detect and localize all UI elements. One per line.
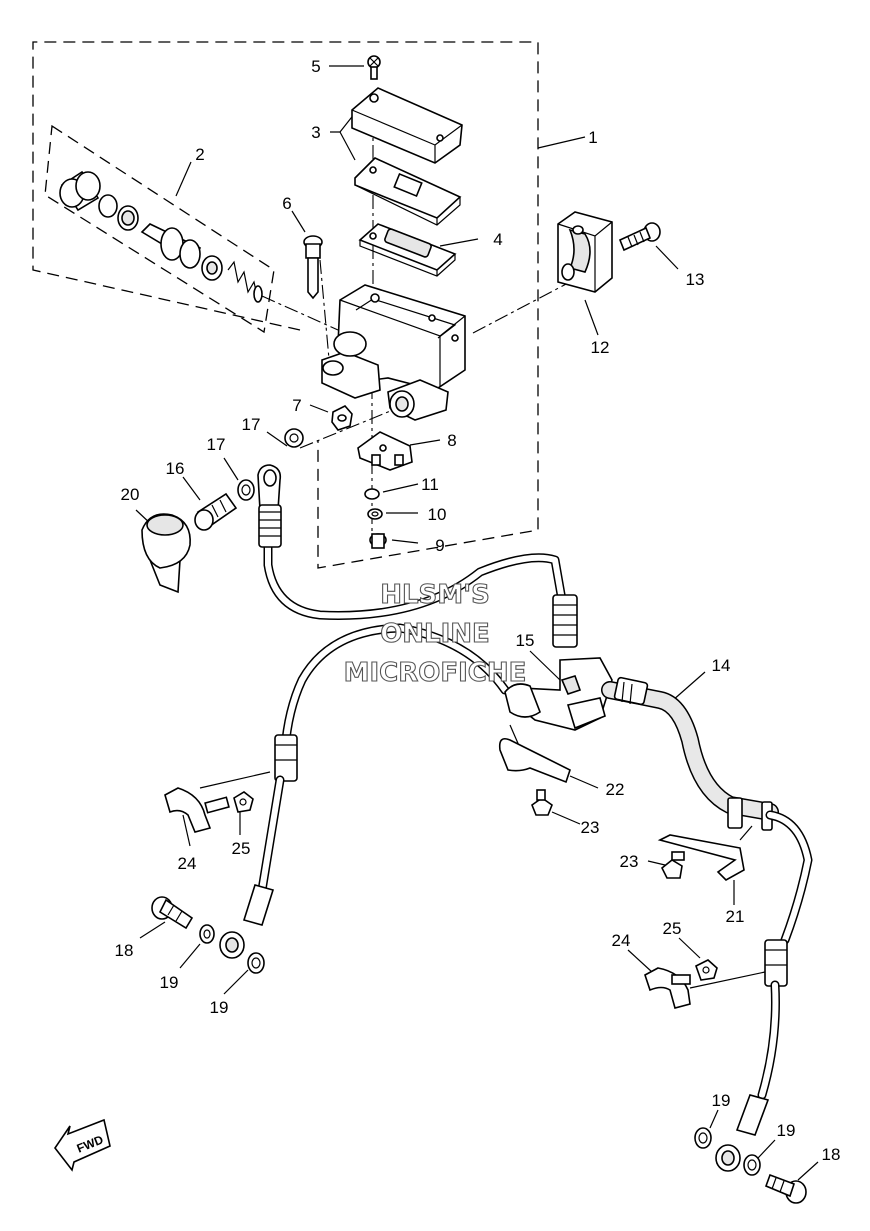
callout-12: 12 (591, 338, 610, 357)
holder-12 (557, 211, 613, 293)
screw-5 (367, 55, 381, 80)
clamp-21 (657, 834, 745, 881)
callout-16: 16 (166, 459, 185, 478)
screw-9 (369, 533, 387, 549)
callout-18-a: 18 (115, 941, 134, 960)
callout-17-b: 17 (242, 415, 261, 434)
callout-19-b: 19 (210, 998, 229, 1017)
cap-20 (141, 513, 191, 594)
callout-1: 1 (588, 128, 597, 147)
callout-labels: 1 2 3 4 5 6 7 8 9 10 11 12 13 14 15 16 1… (115, 57, 841, 1164)
callout-14: 14 (712, 656, 731, 675)
leader-lines (135, 65, 819, 1181)
callout-5: 5 (311, 57, 320, 76)
callout-9: 9 (435, 536, 444, 555)
right-brake-hose (715, 810, 813, 1172)
callout-6: 6 (282, 194, 291, 213)
assembly-2-boundary (44, 124, 275, 334)
nut-25-b (695, 959, 718, 981)
callout-7: 7 (292, 396, 301, 415)
callout-25-b: 25 (663, 919, 682, 938)
callout-22: 22 (606, 780, 625, 799)
upper-brake-hose (257, 464, 578, 648)
callout-21: 21 (726, 907, 745, 926)
callout-4: 4 (493, 230, 502, 249)
callout-11: 11 (421, 475, 439, 494)
callout-23-b: 23 (620, 852, 639, 871)
callout-25-a: 25 (232, 839, 251, 858)
bolt-13 (618, 222, 661, 252)
watermark-line-1: HLSM'S (380, 580, 490, 610)
nut-25-a (233, 791, 254, 813)
union-bolt-18-a (151, 896, 194, 930)
washer-19-d (743, 1154, 761, 1176)
bolt-23-a (531, 789, 553, 816)
nut-7 (331, 405, 353, 431)
master-cylinder-body (321, 284, 466, 421)
pivot-bolt-6 (303, 235, 323, 300)
clamp-24-a (164, 787, 230, 833)
forward-direction-arrow: FWD (54, 1118, 111, 1172)
brake-switch-8 (357, 431, 413, 471)
watermark-line-2: ONLINE (380, 619, 490, 649)
banjo-bolt-16 (194, 492, 238, 531)
washer-19-b (247, 952, 265, 974)
left-brake-hose (219, 623, 510, 959)
brake-joint (504, 657, 613, 731)
watermark-line-3: MICROFICHE (344, 658, 527, 688)
diaphragm-4 (358, 223, 457, 277)
callout-19-c: 19 (712, 1091, 731, 1110)
callout-13: 13 (686, 270, 705, 289)
callout-3: 3 (311, 123, 320, 142)
brake-pipe-14 (601, 676, 779, 831)
washer-10 (367, 508, 383, 520)
assembly-1-boundary (32, 41, 539, 569)
callout-24-b: 24 (612, 931, 631, 950)
diaphragm-plate-3 (354, 157, 462, 226)
washer-17-b (284, 428, 304, 448)
callout-19-d: 19 (777, 1121, 796, 1140)
callout-23-a: 23 (581, 818, 600, 837)
clamp-22 (498, 737, 571, 784)
washer-17-a (237, 479, 255, 501)
union-bolt-18-b (764, 1173, 807, 1204)
reservoir-cap-3 (351, 87, 463, 164)
callout-15: 15 (516, 631, 535, 650)
callout-20: 20 (121, 485, 140, 504)
callout-24-a: 24 (178, 854, 197, 873)
callout-10: 10 (428, 505, 447, 524)
watermark: HLSM'S ONLINE MICROFICHE (343, 579, 527, 688)
callout-8: 8 (447, 431, 456, 450)
callout-17-a: 17 (207, 435, 226, 454)
clamp-24-b (644, 967, 691, 1009)
bolt-23-b (660, 851, 685, 879)
washer-11 (364, 488, 380, 500)
washer-19-c (694, 1127, 712, 1149)
washer-19-a (199, 924, 215, 944)
piston-kit-2 (59, 170, 263, 303)
callout-18-b: 18 (822, 1145, 841, 1164)
callout-2: 2 (195, 145, 204, 164)
callout-19-a: 19 (160, 973, 179, 992)
